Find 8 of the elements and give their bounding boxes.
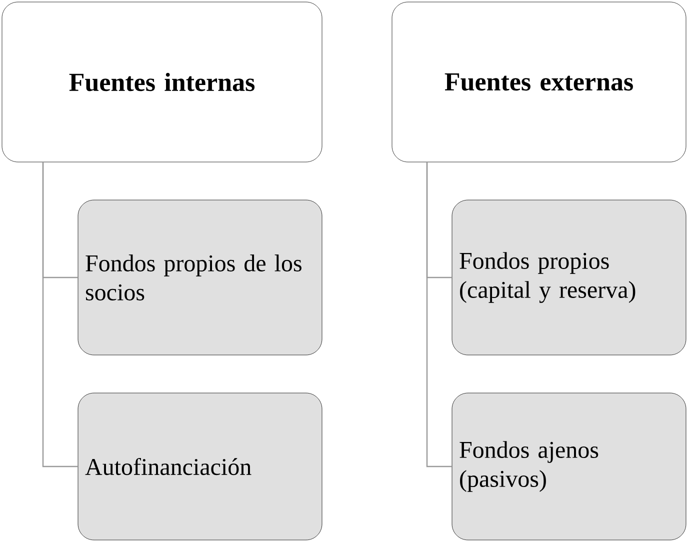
connector [42, 162, 78, 468]
connector [426, 162, 452, 468]
item-box: Fondos propios (capital y reserva) [452, 200, 686, 356]
category-box: Fuentes internas [2, 2, 322, 162]
item-box: Fondos propios de los socios [78, 200, 322, 356]
item-box: Autofinanciación [78, 392, 322, 540]
item-box: Fondos ajenos (pasivos) [452, 392, 686, 540]
category-box: Fuentes externas [392, 2, 686, 162]
